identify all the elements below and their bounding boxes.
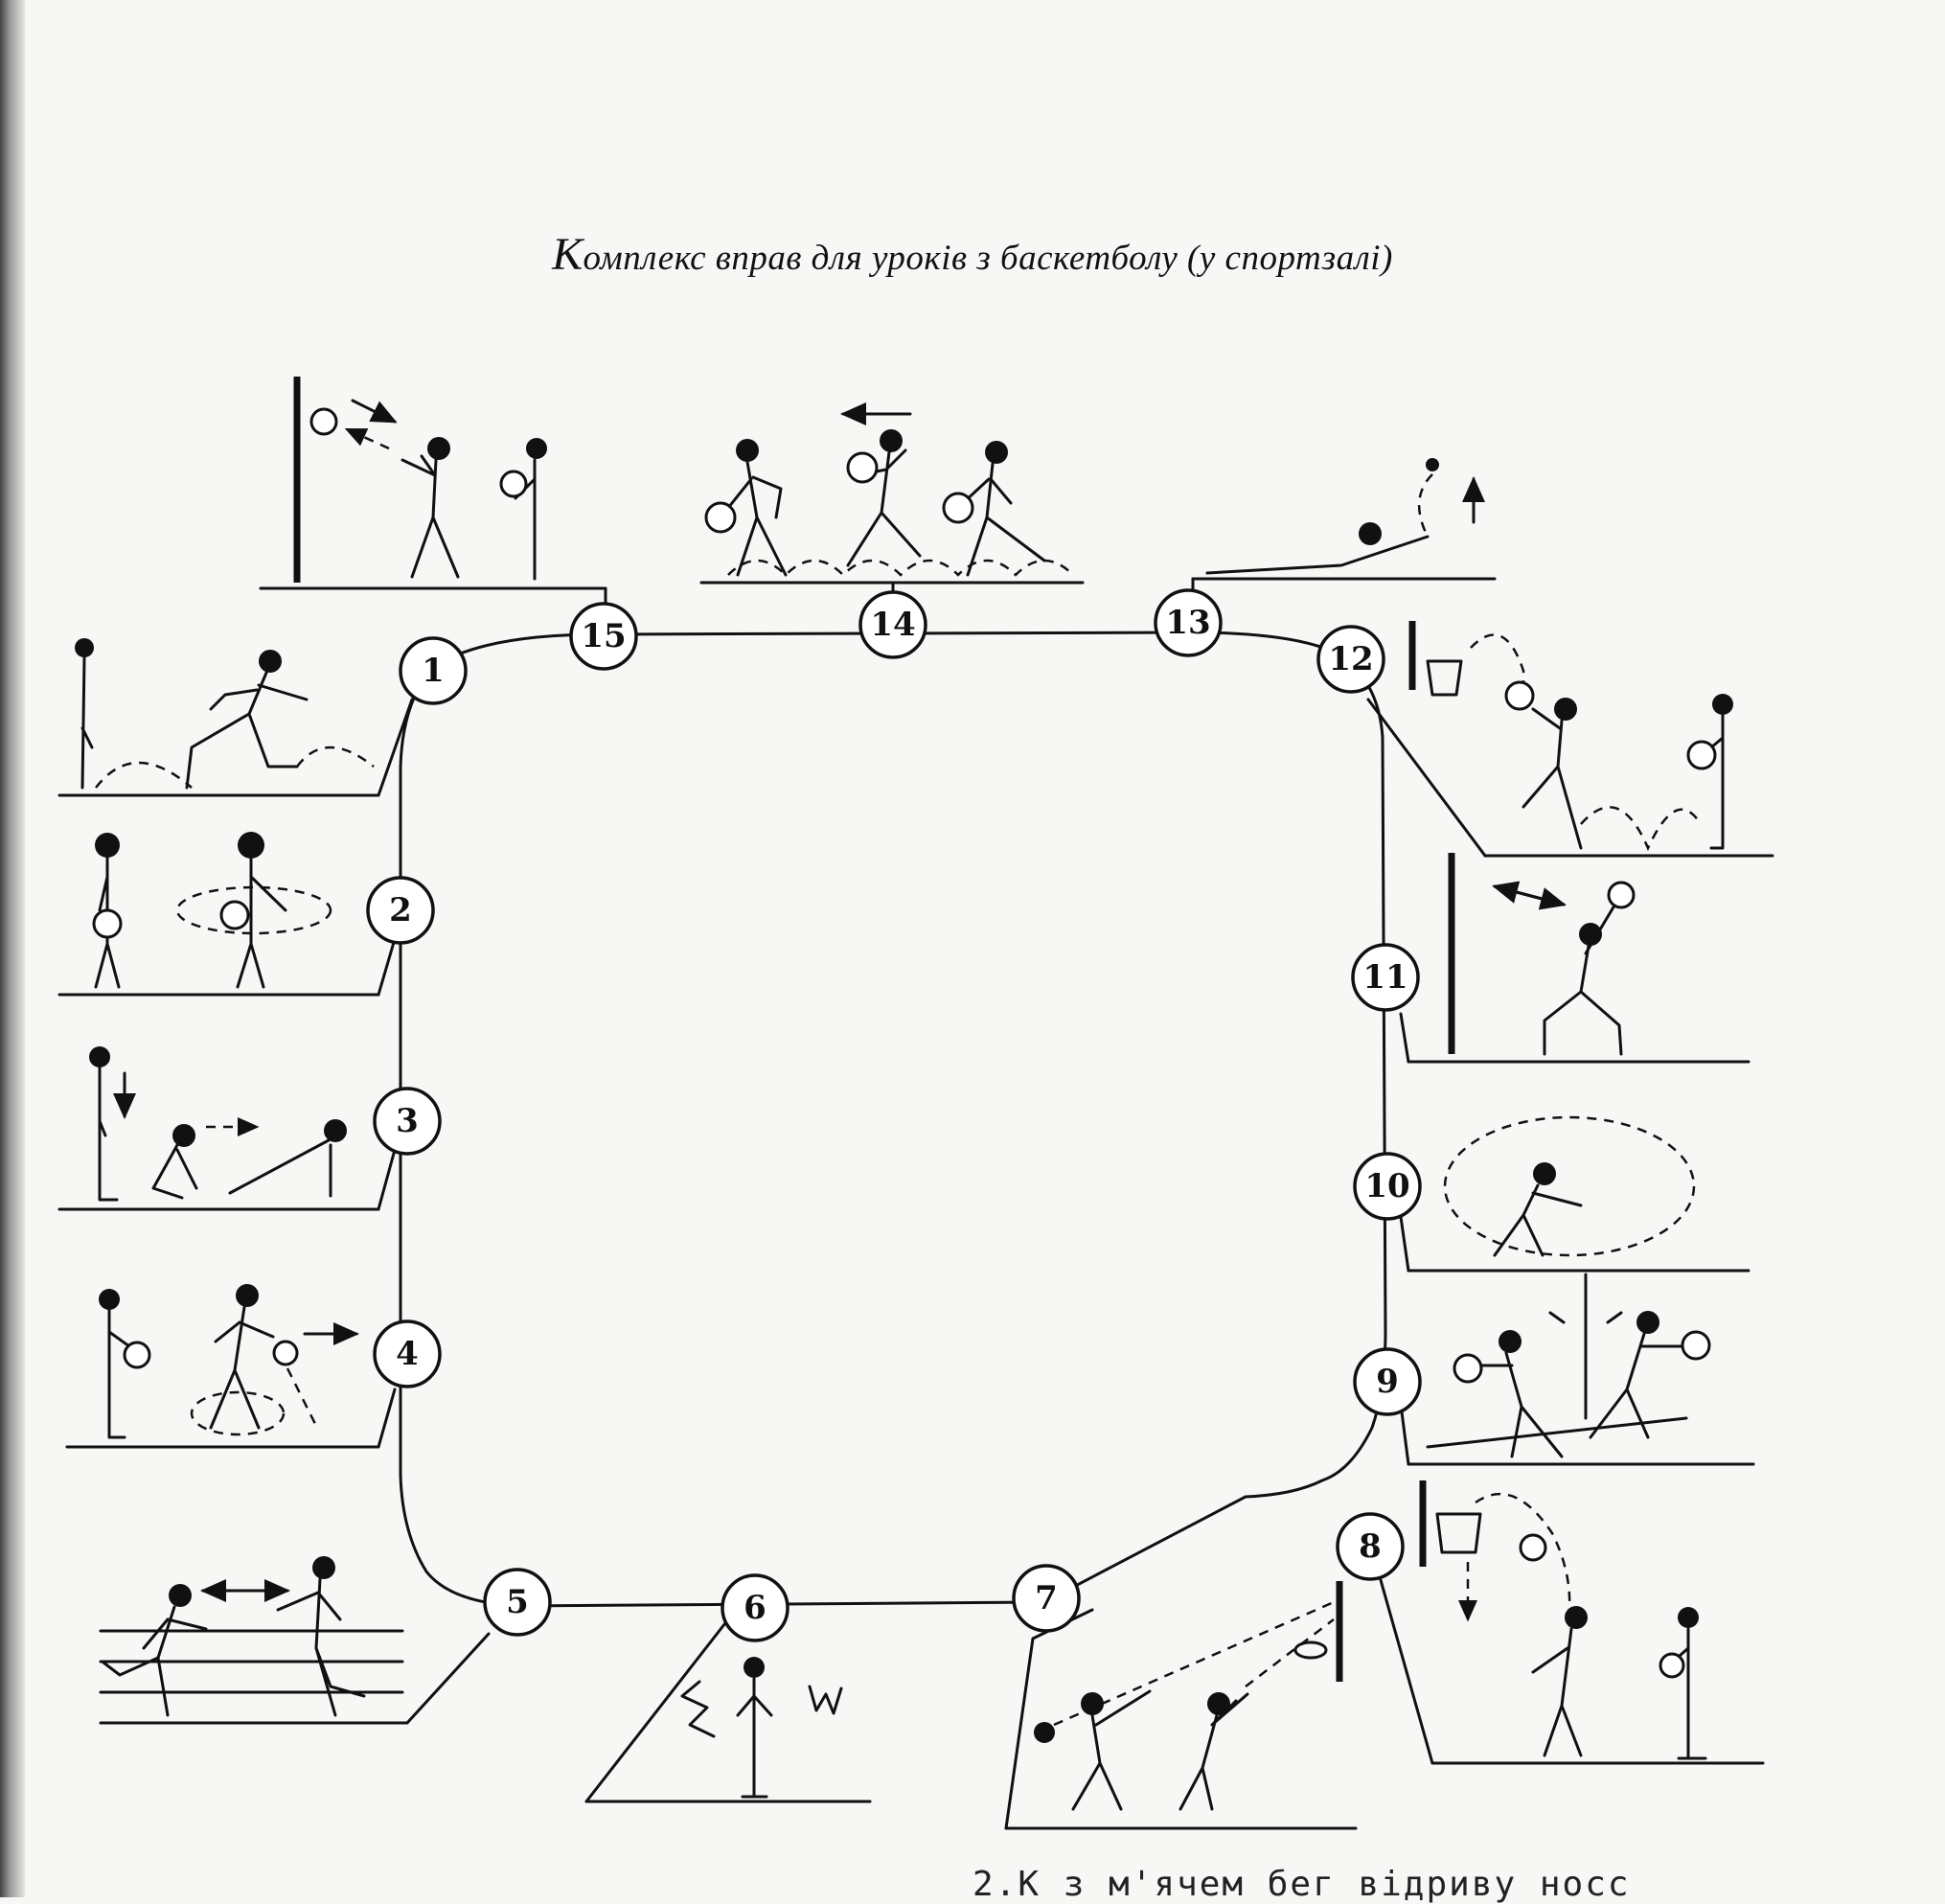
title-rest: омплекс вправ для уроків з баскетболу (у… [583, 239, 1393, 278]
station-9-illustration [1397, 1273, 1755, 1466]
station-15-illustration [259, 377, 607, 615]
station-node-12[interactable]: 12 [1316, 625, 1385, 694]
title-initial: К [552, 229, 584, 280]
page-title: Комплекс вправ для уроків з баскетболу (… [0, 228, 1945, 281]
station-node-7[interactable]: 7 [1012, 1564, 1081, 1633]
station-2-illustration [57, 832, 397, 997]
station-node-13[interactable]: 13 [1154, 588, 1223, 657]
station-6-illustration [584, 1617, 872, 1803]
station-10-illustration [1399, 1115, 1750, 1273]
station-node-14[interactable]: 14 [858, 590, 927, 659]
cut-off-footer-text: 2.К з м'ячем бег відриву носс [972, 1865, 1631, 1904]
station-number: 14 [870, 606, 915, 644]
station-node-10[interactable]: 10 [1353, 1152, 1422, 1221]
station-number: 4 [396, 1335, 419, 1373]
station-number: 13 [1165, 604, 1210, 642]
station-number: 9 [1376, 1363, 1399, 1401]
station-node-8[interactable]: 8 [1336, 1512, 1405, 1581]
station-7-illustration [1004, 1581, 1358, 1830]
station-number: 15 [581, 617, 626, 655]
station-14-illustration [699, 402, 1085, 615]
station-number: 12 [1328, 640, 1373, 678]
station-node-5[interactable]: 5 [483, 1568, 552, 1637]
station-node-4[interactable]: 4 [373, 1319, 442, 1388]
station-5-illustration [99, 1556, 491, 1725]
station-1-illustration [57, 638, 414, 797]
station-8-illustration [1368, 1480, 1765, 1765]
station-number: 3 [396, 1102, 419, 1140]
station-4-illustration [65, 1284, 397, 1449]
station-number: 2 [389, 891, 412, 929]
station-node-9[interactable]: 9 [1353, 1347, 1422, 1416]
station-number: 1 [422, 652, 445, 690]
station-number: 7 [1035, 1579, 1058, 1617]
station-3-illustration [57, 1046, 397, 1211]
station-node-2[interactable]: 2 [366, 876, 435, 945]
station-number: 11 [1362, 958, 1407, 997]
station-number: 5 [506, 1583, 529, 1621]
page-edge-shadow [0, 0, 25, 1897]
station-number: 6 [744, 1589, 767, 1627]
station-13-illustration [1191, 458, 1497, 615]
station-node-11[interactable]: 11 [1351, 943, 1420, 1012]
station-number: 8 [1359, 1527, 1382, 1566]
station-12-illustration [1366, 621, 1774, 858]
station-node-3[interactable]: 3 [373, 1087, 442, 1156]
station-node-6[interactable]: 6 [721, 1573, 789, 1642]
station-11-illustration [1399, 853, 1750, 1064]
station-node-1[interactable]: 1 [399, 636, 468, 705]
circuit-track [399, 631, 1387, 1608]
station-node-15[interactable]: 15 [569, 602, 638, 671]
station-number: 10 [1364, 1167, 1409, 1205]
